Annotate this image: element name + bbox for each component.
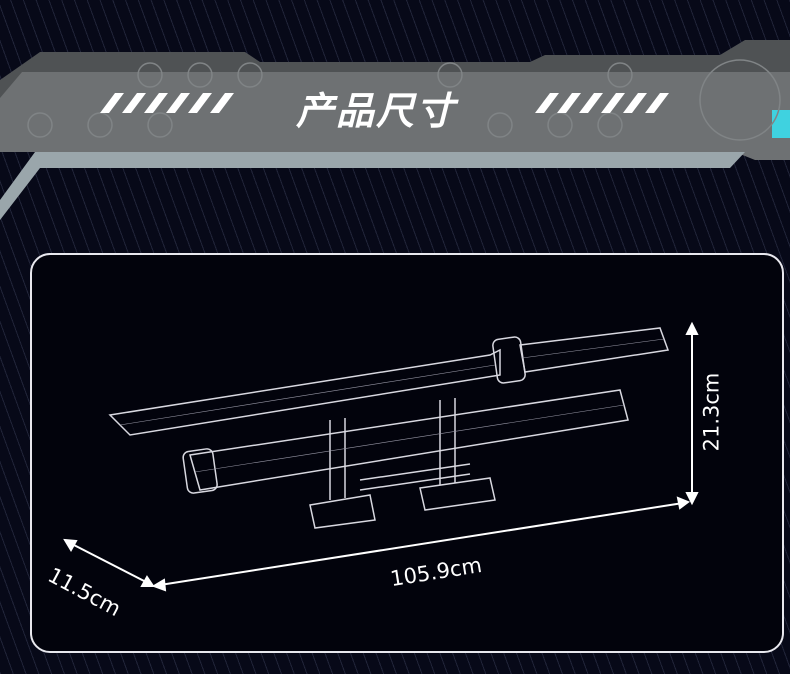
scabbard	[189, 389, 629, 491]
depth-arrow	[69, 542, 149, 584]
length-arrow	[159, 502, 684, 586]
stripes-right-icon	[535, 93, 669, 113]
height-label: 21.3cm	[699, 372, 724, 452]
stripes-left-icon	[100, 93, 234, 113]
header-banner	[0, 40, 790, 220]
hilt	[519, 327, 670, 373]
stand-base-right	[419, 477, 496, 511]
blade	[108, 348, 501, 436]
stand-base-left	[309, 494, 376, 529]
section-title: 产品尺寸	[296, 89, 457, 133]
